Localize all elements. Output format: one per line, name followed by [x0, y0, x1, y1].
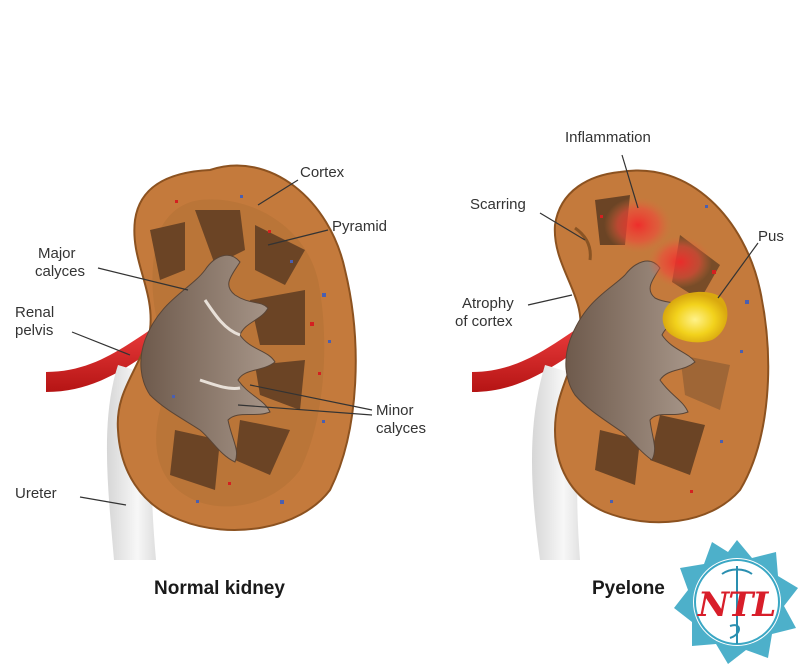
- renal-artery: [46, 330, 150, 392]
- label-pus: Pus: [758, 228, 784, 245]
- label-atrophy-2: of cortex: [455, 313, 513, 330]
- pus-pocket: [662, 291, 728, 343]
- label-renal-pelvis-1: Renal: [15, 304, 55, 321]
- caption-pyelonephritis: Pyelone: [592, 578, 665, 599]
- pyramid: [650, 415, 705, 475]
- caduceus-icon: [721, 566, 753, 644]
- ntl-logo: [674, 540, 798, 664]
- label-atrophy-1: Atrophy: [462, 295, 514, 312]
- cortex-speckles: [172, 195, 331, 504]
- pyramid: [680, 355, 730, 410]
- label-cortex: Cortex: [300, 164, 345, 181]
- label-minor-calyces-2: calyces: [376, 420, 427, 437]
- pyramid: [170, 430, 220, 490]
- label-major-calyces-2: calyces: [35, 263, 86, 280]
- pyelo-kidney: [472, 169, 770, 560]
- pyramid: [250, 290, 305, 345]
- pyramid: [255, 360, 305, 410]
- inflammation-area: [648, 236, 712, 288]
- label-renal-pelvis-2: pelvis: [15, 322, 54, 339]
- pyramid: [595, 430, 640, 485]
- pyramid: [195, 210, 245, 265]
- label-minor-calyces-1: Minor: [376, 402, 414, 419]
- label-scarring: Scarring: [470, 196, 526, 213]
- caption-normal-kidney: Normal kidney: [154, 578, 285, 599]
- leader-lines: [71, 154, 759, 506]
- label-inflammation: Inflammation: [565, 129, 651, 146]
- label-ureter: Ureter: [15, 485, 57, 502]
- label-pyramid: Pyramid: [332, 218, 388, 235]
- pyramid: [150, 222, 185, 280]
- pyramid: [255, 225, 305, 285]
- normal-kidney: [46, 164, 357, 560]
- scarring: [574, 226, 592, 261]
- renal-pelvis: [140, 254, 276, 463]
- renal-artery-2: [472, 330, 575, 392]
- inflammation-area: [604, 197, 672, 253]
- label-major-calyces-1: Major: [38, 245, 76, 262]
- logo-text: NTL: [698, 585, 776, 625]
- pyramid: [235, 420, 290, 475]
